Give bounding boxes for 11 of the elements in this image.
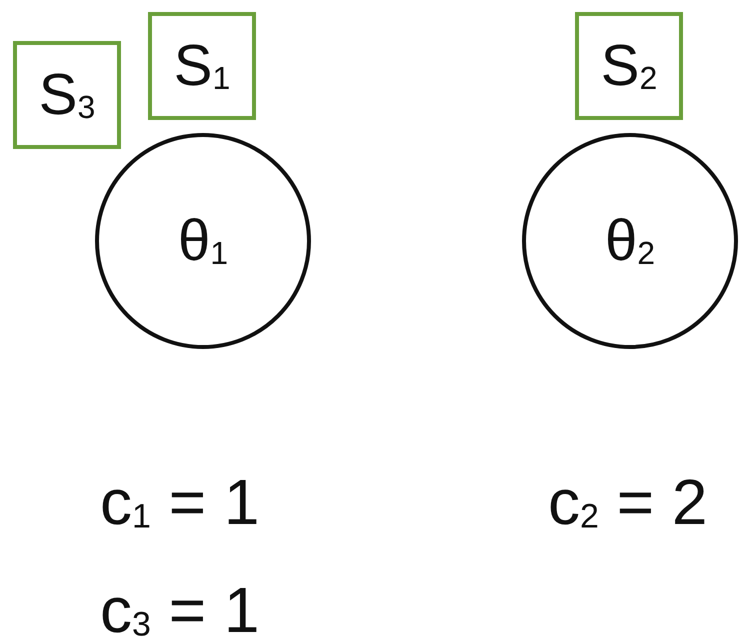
assignment-equation: c$_{1}$ = 1 xyxy=(100,470,260,534)
parameter-symbol: θ$_{1}$ xyxy=(178,212,228,270)
parameter-symbol: θ$_{2}$ xyxy=(604,212,656,270)
label-box xyxy=(148,12,256,120)
set-symbol: S$_{3}$ xyxy=(38,66,96,124)
set-symbol: S$_{2}$ xyxy=(600,37,658,95)
label-box xyxy=(575,12,683,120)
label-box xyxy=(13,41,121,149)
set-symbol: S$_{1}$ xyxy=(174,37,230,95)
assignment-equation: c$_{2}$ = 2 xyxy=(548,470,708,534)
assignment-equation: c$_{3}$ = 1 xyxy=(100,578,260,639)
